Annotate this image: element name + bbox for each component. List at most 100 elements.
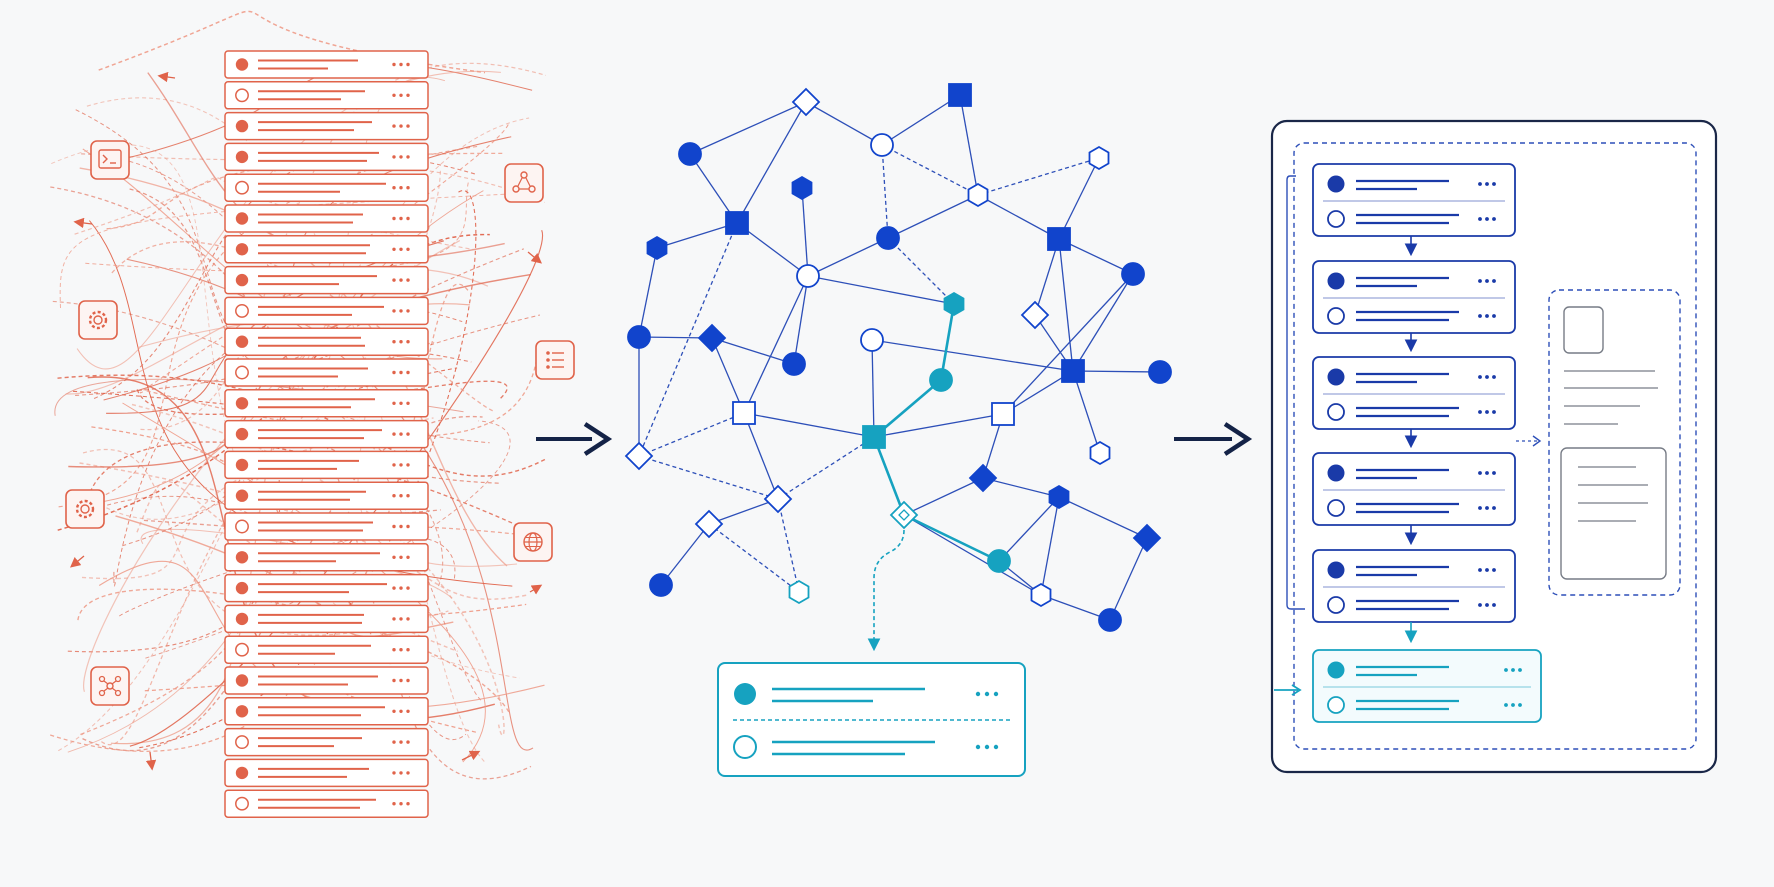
hexagon-node: [1030, 582, 1052, 608]
row-marker: [1327, 661, 1345, 679]
graph-edge: [903, 477, 984, 516]
more-icon: [392, 309, 410, 313]
graph-edge: [871, 339, 1074, 372]
more-icon: [392, 555, 410, 559]
unstructured-row-stack: [224, 50, 429, 818]
stack-card: [1312, 260, 1516, 334]
more-icon: [1478, 410, 1496, 414]
more-icon: [392, 340, 410, 344]
graph-edge: [881, 144, 979, 196]
arrowhead-icon: [70, 555, 85, 568]
hexagon-node: [1089, 440, 1111, 466]
hexagon-node: [788, 579, 810, 605]
graph-edge: [1072, 370, 1101, 454]
more-icon: [1478, 506, 1496, 510]
card-link-arrow: [867, 529, 905, 652]
list-row: [224, 173, 429, 202]
arrowhead-icon: [157, 71, 176, 83]
circle-node: [627, 325, 651, 349]
list-row: [224, 389, 429, 418]
graph-edge: [638, 222, 738, 457]
list-row: [224, 265, 429, 295]
square-node: [725, 211, 749, 235]
arrow-right-icon: [536, 422, 613, 456]
more-icon: [392, 617, 410, 621]
tangled-curve: [111, 241, 496, 413]
list-row: [224, 727, 429, 757]
square-node: [1061, 359, 1085, 383]
structured-panel: [1270, 119, 1718, 774]
diamond-node: [968, 463, 998, 493]
graph-edge: [1072, 370, 1161, 373]
document-preview: [1560, 447, 1667, 580]
row-marker: [235, 212, 249, 225]
graph-edge: [887, 237, 955, 305]
more-icon: [975, 744, 999, 750]
diamond-node: [697, 323, 727, 353]
hexagon-node: [943, 291, 965, 317]
diamond-node: [624, 441, 654, 471]
side-preview: [1548, 289, 1681, 596]
stack-card: [1312, 356, 1516, 430]
tangled-curve: [82, 416, 483, 752]
thumbnail-icon: [1563, 306, 1604, 354]
more-icon: [975, 691, 999, 697]
tangled-curve: [52, 300, 444, 590]
graph-edges: [638, 94, 1161, 652]
row-marker: [235, 273, 249, 287]
list-row: [224, 573, 429, 603]
list-row: [224, 358, 429, 387]
row-marker: [235, 180, 249, 195]
graph-edge: [638, 412, 745, 457]
row-marker: [235, 612, 249, 626]
circle-node: [1148, 360, 1172, 384]
tangled-curve: [86, 97, 487, 764]
row-marker: [235, 796, 249, 811]
gear-icon: [65, 489, 105, 529]
tangled-curve: [50, 186, 532, 780]
list-row: [224, 512, 429, 541]
dashed-group-frame: [1293, 142, 1697, 750]
arrowhead-icon: [73, 217, 93, 229]
square-node: [862, 425, 886, 449]
globe-icon: [513, 522, 553, 562]
more-icon: [392, 709, 410, 713]
graph-edge: [881, 94, 961, 146]
graph-edge: [1072, 273, 1134, 372]
hexagon-node: [1088, 145, 1110, 171]
tangled-curve: [139, 121, 510, 394]
more-icon: [392, 494, 410, 498]
more-icon: [1504, 703, 1522, 707]
graph-edge: [743, 412, 779, 500]
highlighted-stack-card: [1312, 649, 1542, 723]
stack-card: [1312, 452, 1516, 526]
row-marker: [1327, 499, 1345, 517]
graph-edge: [689, 101, 807, 155]
graph-edge: [1034, 238, 1060, 316]
more-icon: [1478, 217, 1496, 221]
circle-node: [929, 368, 953, 392]
highlighted-edge: [903, 513, 1000, 563]
list-row: [224, 481, 429, 510]
chaos-panel: [50, 10, 575, 818]
more-icon: [392, 186, 410, 190]
network-icon: [90, 666, 130, 706]
arrowhead-icon: [529, 584, 543, 595]
row-marker: [1327, 210, 1345, 228]
graph-edge: [711, 337, 795, 365]
square-node: [732, 401, 756, 425]
tangled-curve: [139, 190, 477, 749]
row-marker: [734, 683, 756, 705]
graph-edge: [1058, 238, 1134, 275]
graph-edge: [1058, 238, 1074, 372]
more-icon: [392, 802, 410, 806]
selected-marker-icon: [898, 509, 910, 521]
graph-edge: [1058, 157, 1100, 240]
list-row: [224, 758, 429, 788]
graph-edge: [777, 436, 875, 500]
graph-edge: [805, 101, 883, 146]
gear-icon: [78, 300, 118, 340]
row-marker: [235, 243, 249, 256]
row-marker: [235, 581, 249, 595]
